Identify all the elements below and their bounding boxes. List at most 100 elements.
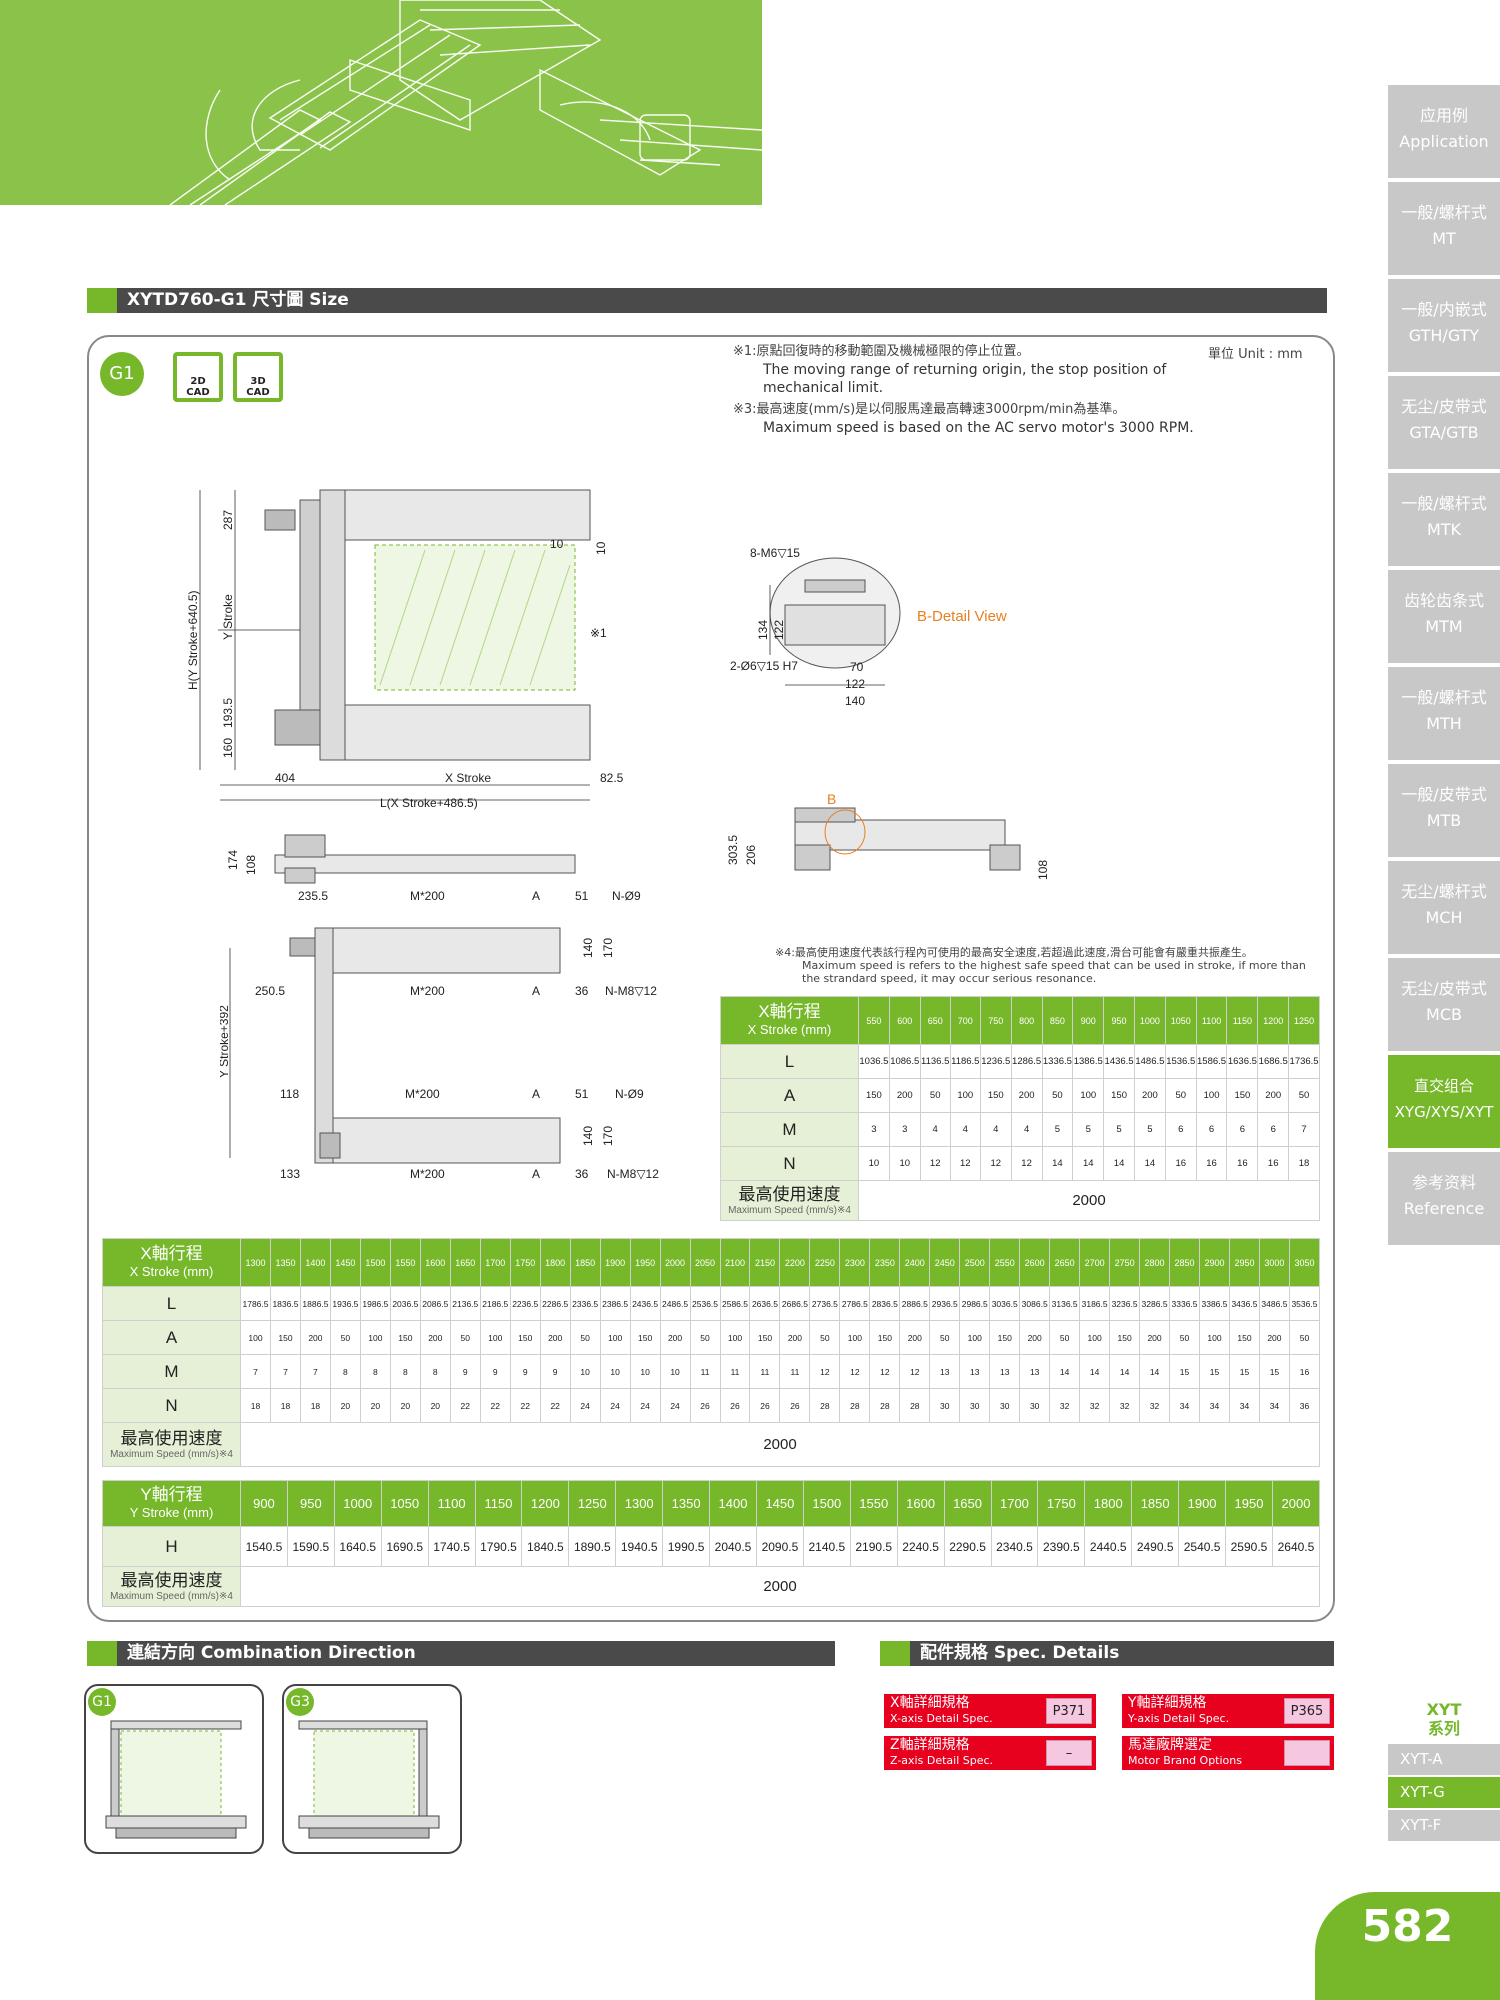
mark-1: ※1 [590, 626, 607, 640]
tab-label-zh: 一般/螺杆式 [1401, 688, 1487, 707]
stroke-header-cell: 600 [888, 996, 921, 1045]
table-cell-m: 4 [919, 1112, 951, 1147]
table-cell-m: 7 [240, 1354, 271, 1389]
series-xyt-g[interactable]: XYT-G [1388, 1777, 1500, 1808]
speed-value: 2000 [858, 1180, 1320, 1221]
spec-x-page[interactable]: P371 [1046, 1698, 1092, 1724]
table-cell-h: 2040.5 [709, 1526, 757, 1567]
dim-82: 82.5 [600, 771, 624, 785]
stroke-header-cell: 2750 [1109, 1238, 1141, 1287]
table-cell-m: 9 [509, 1354, 541, 1389]
table-cell-l: 3486.5 [1258, 1286, 1290, 1321]
table-cell-n: 14 [1103, 1146, 1135, 1181]
tab-mth[interactable]: 一般/螺杆式 MTH [1388, 667, 1500, 760]
tab-label-zh: 无尘/螺杆式 [1401, 882, 1487, 901]
table-cell-n: 26 [749, 1388, 781, 1423]
dim-160: 160 [221, 738, 235, 758]
gantry-illustration [169, 0, 762, 205]
table-cell-a: 50 [1041, 1078, 1074, 1113]
note-3-en: Maximum speed is based on the AC servo m… [763, 420, 1194, 436]
dim-287: 287 [221, 510, 235, 530]
dim-10b: 10 [594, 541, 608, 555]
table-cell-a: 200 [1133, 1078, 1166, 1113]
table-cell-a: 50 [1169, 1320, 1200, 1355]
cad-3d-button[interactable]: 3D CAD [233, 352, 283, 402]
top-view-drawing: 287 H(Y Stroke+640.5) Y Stroke 193.5 160… [186, 489, 624, 810]
bv-ystroke: Y Stroke+392 [220, 1005, 231, 1078]
table-cell-n: 28 [809, 1388, 841, 1423]
stroke-header-cell: 650 [919, 996, 951, 1045]
tab-label-en: MTH [1426, 714, 1462, 733]
stroke-header-cell: 1450 [755, 1480, 804, 1527]
table-cell-a: 150 [858, 1078, 890, 1113]
table-cell-n: 24 [599, 1388, 631, 1423]
bv-m200c: M*200 [405, 1087, 440, 1101]
row-label-n: N [102, 1388, 241, 1423]
bv-nm8a: N-M8▽12 [605, 984, 657, 998]
note-4-en: Maximum speed is refers to the highest s… [802, 959, 1306, 985]
table-cell-l: 3136.5 [1049, 1286, 1081, 1321]
series-xyt-f[interactable]: XYT-F [1388, 1810, 1500, 1841]
detail-m6: 8-M6▽15 [750, 546, 800, 560]
bv-140a: 140 [581, 938, 595, 958]
spec-m-page[interactable] [1284, 1740, 1330, 1766]
tab-label-zh: 参考资料 [1411, 1173, 1476, 1192]
table-cell-n: 22 [509, 1388, 541, 1423]
bv-170b: 170 [601, 1126, 615, 1146]
table-cell-m: 6 [1226, 1112, 1259, 1147]
table-cell-a: 50 [569, 1320, 601, 1355]
table-cell-a: 100 [240, 1320, 271, 1355]
stroke-header-cell: 1950 [1225, 1480, 1273, 1527]
speed-value: 2000 [240, 1566, 1320, 1607]
tab-label-zh: 无尘/皮带式 [1401, 397, 1487, 416]
table-cell-l: 2736.5 [809, 1286, 841, 1321]
table-cell-m: 4 [1010, 1112, 1043, 1147]
spec-z-page[interactable]: – [1046, 1740, 1092, 1766]
series-nav: XYT 系列 XYT-A XYT-G XYT-F [1388, 1700, 1500, 1843]
cad-2d-button[interactable]: 2D CAD [173, 352, 223, 402]
table-cell-m: 14 [1079, 1354, 1111, 1389]
tab-label-en: MTM [1425, 617, 1463, 636]
detail-title: B-Detail View [917, 608, 1007, 625]
table-cell-l: 3336.5 [1169, 1286, 1200, 1321]
tab-label-zh: 一般/内嵌式 [1401, 300, 1487, 319]
table-cell-a: 200 [1010, 1078, 1043, 1113]
stroke-header-cell: 1300 [615, 1480, 664, 1527]
table-cell-n: 12 [1010, 1146, 1043, 1181]
table-cell-l: 3286.5 [1139, 1286, 1171, 1321]
table-cell-h: 1590.5 [286, 1526, 335, 1567]
unit-label: 單位 Unit : mm [1208, 347, 1303, 362]
table-cell-m: 5 [1072, 1112, 1105, 1147]
small-side-drawing: 174 108 [226, 834, 576, 884]
table-cell-l: 3236.5 [1109, 1286, 1141, 1321]
series-xyt-a[interactable]: XYT-A [1388, 1744, 1500, 1775]
table-cell-a: 150 [1228, 1320, 1260, 1355]
spec-y-page[interactable]: P365 [1284, 1698, 1330, 1724]
spec-x-en: X-axis Detail Spec. [890, 1712, 993, 1725]
speed-zh: 最高使用速度 [120, 1571, 223, 1590]
table-cell-m: 7 [1288, 1112, 1320, 1147]
table-cell-m: 12 [869, 1354, 901, 1389]
table-cell-m: 12 [809, 1354, 841, 1389]
table-cell-h: 1540.5 [240, 1526, 288, 1567]
bv-m200b: M*200 [410, 984, 445, 998]
table-cell-l: 2136.5 [449, 1286, 481, 1321]
